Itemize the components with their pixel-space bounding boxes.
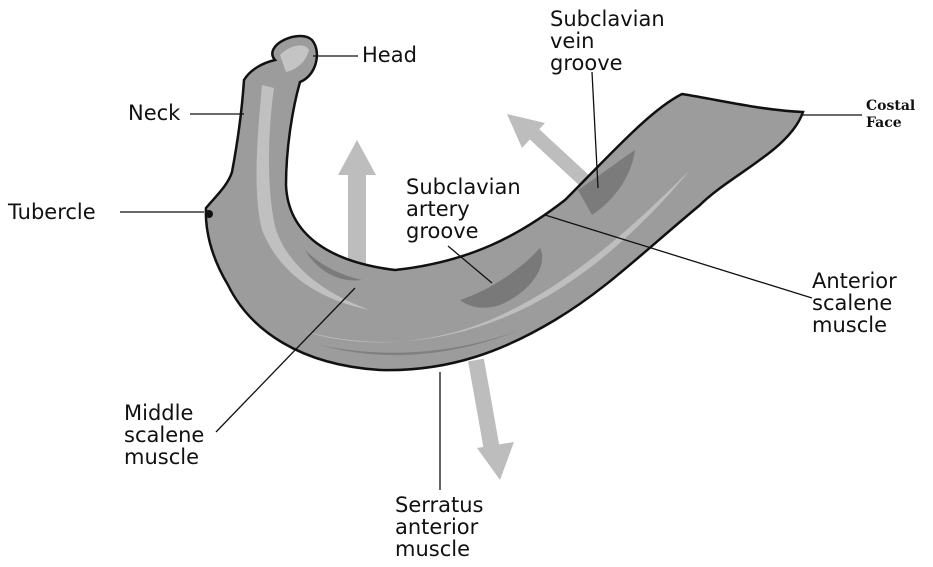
middle-scalene-line-1: Middle — [124, 402, 204, 424]
serratus-anterior-arrow — [476, 360, 514, 480]
artery-groove-line-2: artery — [406, 198, 521, 220]
tubercle-label: Tubercle — [8, 201, 96, 223]
middle-scalene-line-2: scalene — [124, 424, 204, 446]
head-label: Head — [362, 44, 417, 66]
vein-groove-line-1: Subclavian — [550, 8, 665, 30]
vein-groove-line-2: vein — [550, 30, 665, 52]
artery-groove-line-3: groove — [406, 220, 521, 242]
middle-scalene-muscle-label: Middle scalene muscle — [124, 402, 204, 468]
anterior-scalene-muscle-label: Anterior scalene muscle — [812, 270, 897, 336]
anterior-scalene-line-1: Anterior — [812, 270, 897, 292]
serratus-line-3: muscle — [395, 538, 484, 560]
serratus-line-2: anterior — [395, 516, 484, 538]
costal-face-line-1: Costal — [866, 98, 915, 115]
tubercle-dot — [205, 210, 213, 218]
neck-label: Neck — [128, 102, 180, 124]
artery-groove-line-1: Subclavian — [406, 176, 521, 198]
serratus-line-1: Serratus — [395, 494, 484, 516]
subclavian-vein-groove-label: Subclavian vein groove — [550, 8, 665, 74]
anterior-scalene-line-3: muscle — [812, 314, 897, 336]
serratus-anterior-muscle-label: Serratus anterior muscle — [395, 494, 484, 560]
middle-scalene-line-3: muscle — [124, 446, 204, 468]
anterior-scalene-arrow — [507, 114, 586, 182]
vein-groove-line-3: groove — [550, 52, 665, 74]
costal-face-line-2: Face — [866, 115, 915, 132]
costal-face-label: Costal Face — [866, 98, 915, 132]
subclavian-artery-groove-label: Subclavian artery groove — [406, 176, 521, 242]
anterior-scalene-line-2: scalene — [812, 292, 897, 314]
